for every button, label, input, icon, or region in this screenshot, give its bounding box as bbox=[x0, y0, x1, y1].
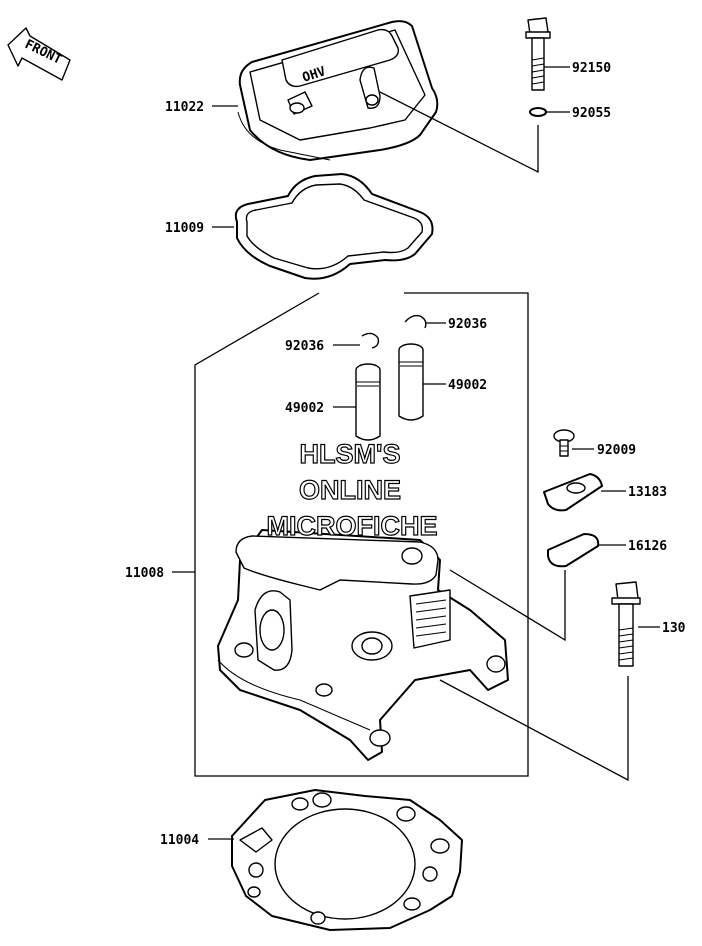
head-bolt-part-number: 130 bbox=[662, 621, 686, 636]
watermark-line-3: MICROFICHE bbox=[267, 511, 438, 541]
cylinder-head-part-number: 11008 bbox=[125, 566, 164, 581]
cylinder-head-part[interactable] bbox=[217, 529, 509, 761]
head-bolt-part[interactable] bbox=[611, 581, 641, 667]
cover-gasket-part[interactable] bbox=[234, 173, 434, 280]
valve-clip-right-part-number: 92036 bbox=[448, 317, 487, 332]
plate-gasket-part[interactable] bbox=[547, 533, 600, 568]
plate-leader bbox=[449, 569, 566, 642]
plate-gasket-part-number: 16126 bbox=[628, 539, 667, 554]
cover-gasket-part-number: 11009 bbox=[165, 221, 204, 236]
cover-bolt-part[interactable] bbox=[525, 17, 551, 91]
valve-cover-part[interactable]: OHV bbox=[237, 20, 439, 161]
valve-clip-left-part-number: 92036 bbox=[285, 339, 324, 354]
watermark-line-1: HLSM'S bbox=[300, 439, 401, 469]
plate-screw-part-number: 92009 bbox=[597, 443, 636, 458]
front-arrow-icon: FRONT bbox=[7, 27, 71, 81]
valve-guide-right-part[interactable] bbox=[398, 343, 424, 421]
head-bolt-leader bbox=[439, 676, 629, 782]
watermark-line-2: ONLINE bbox=[299, 475, 401, 505]
head-gasket-part[interactable] bbox=[231, 789, 463, 931]
cover-logo-text: OHV bbox=[301, 64, 328, 86]
cover-bolt-oring-part-number: 92055 bbox=[572, 106, 611, 121]
cover-bolt-part-number: 92150 bbox=[572, 61, 611, 76]
cylinder-head-bracket bbox=[194, 292, 529, 777]
plate-screw-part[interactable] bbox=[553, 429, 575, 457]
watermark: HLSM'S ONLINE MICROFICHE bbox=[266, 438, 438, 541]
valve-clip-right-part[interactable] bbox=[404, 314, 427, 329]
valve-guide-left-part-number: 49002 bbox=[285, 401, 324, 416]
cover-bolt-leader bbox=[379, 91, 539, 174]
valve-clip-left-part[interactable] bbox=[361, 332, 380, 349]
valve-guide-right-part-number: 49002 bbox=[448, 378, 487, 393]
cover-bolt-oring-part[interactable] bbox=[529, 107, 547, 117]
head-gasket-part-number: 11004 bbox=[160, 833, 199, 848]
cover-plate-part-number: 13183 bbox=[628, 485, 667, 500]
valve-guide-left-part[interactable] bbox=[355, 363, 381, 441]
cover-plate-part[interactable] bbox=[543, 473, 603, 512]
valve-cover-part-number: 11022 bbox=[165, 100, 204, 115]
